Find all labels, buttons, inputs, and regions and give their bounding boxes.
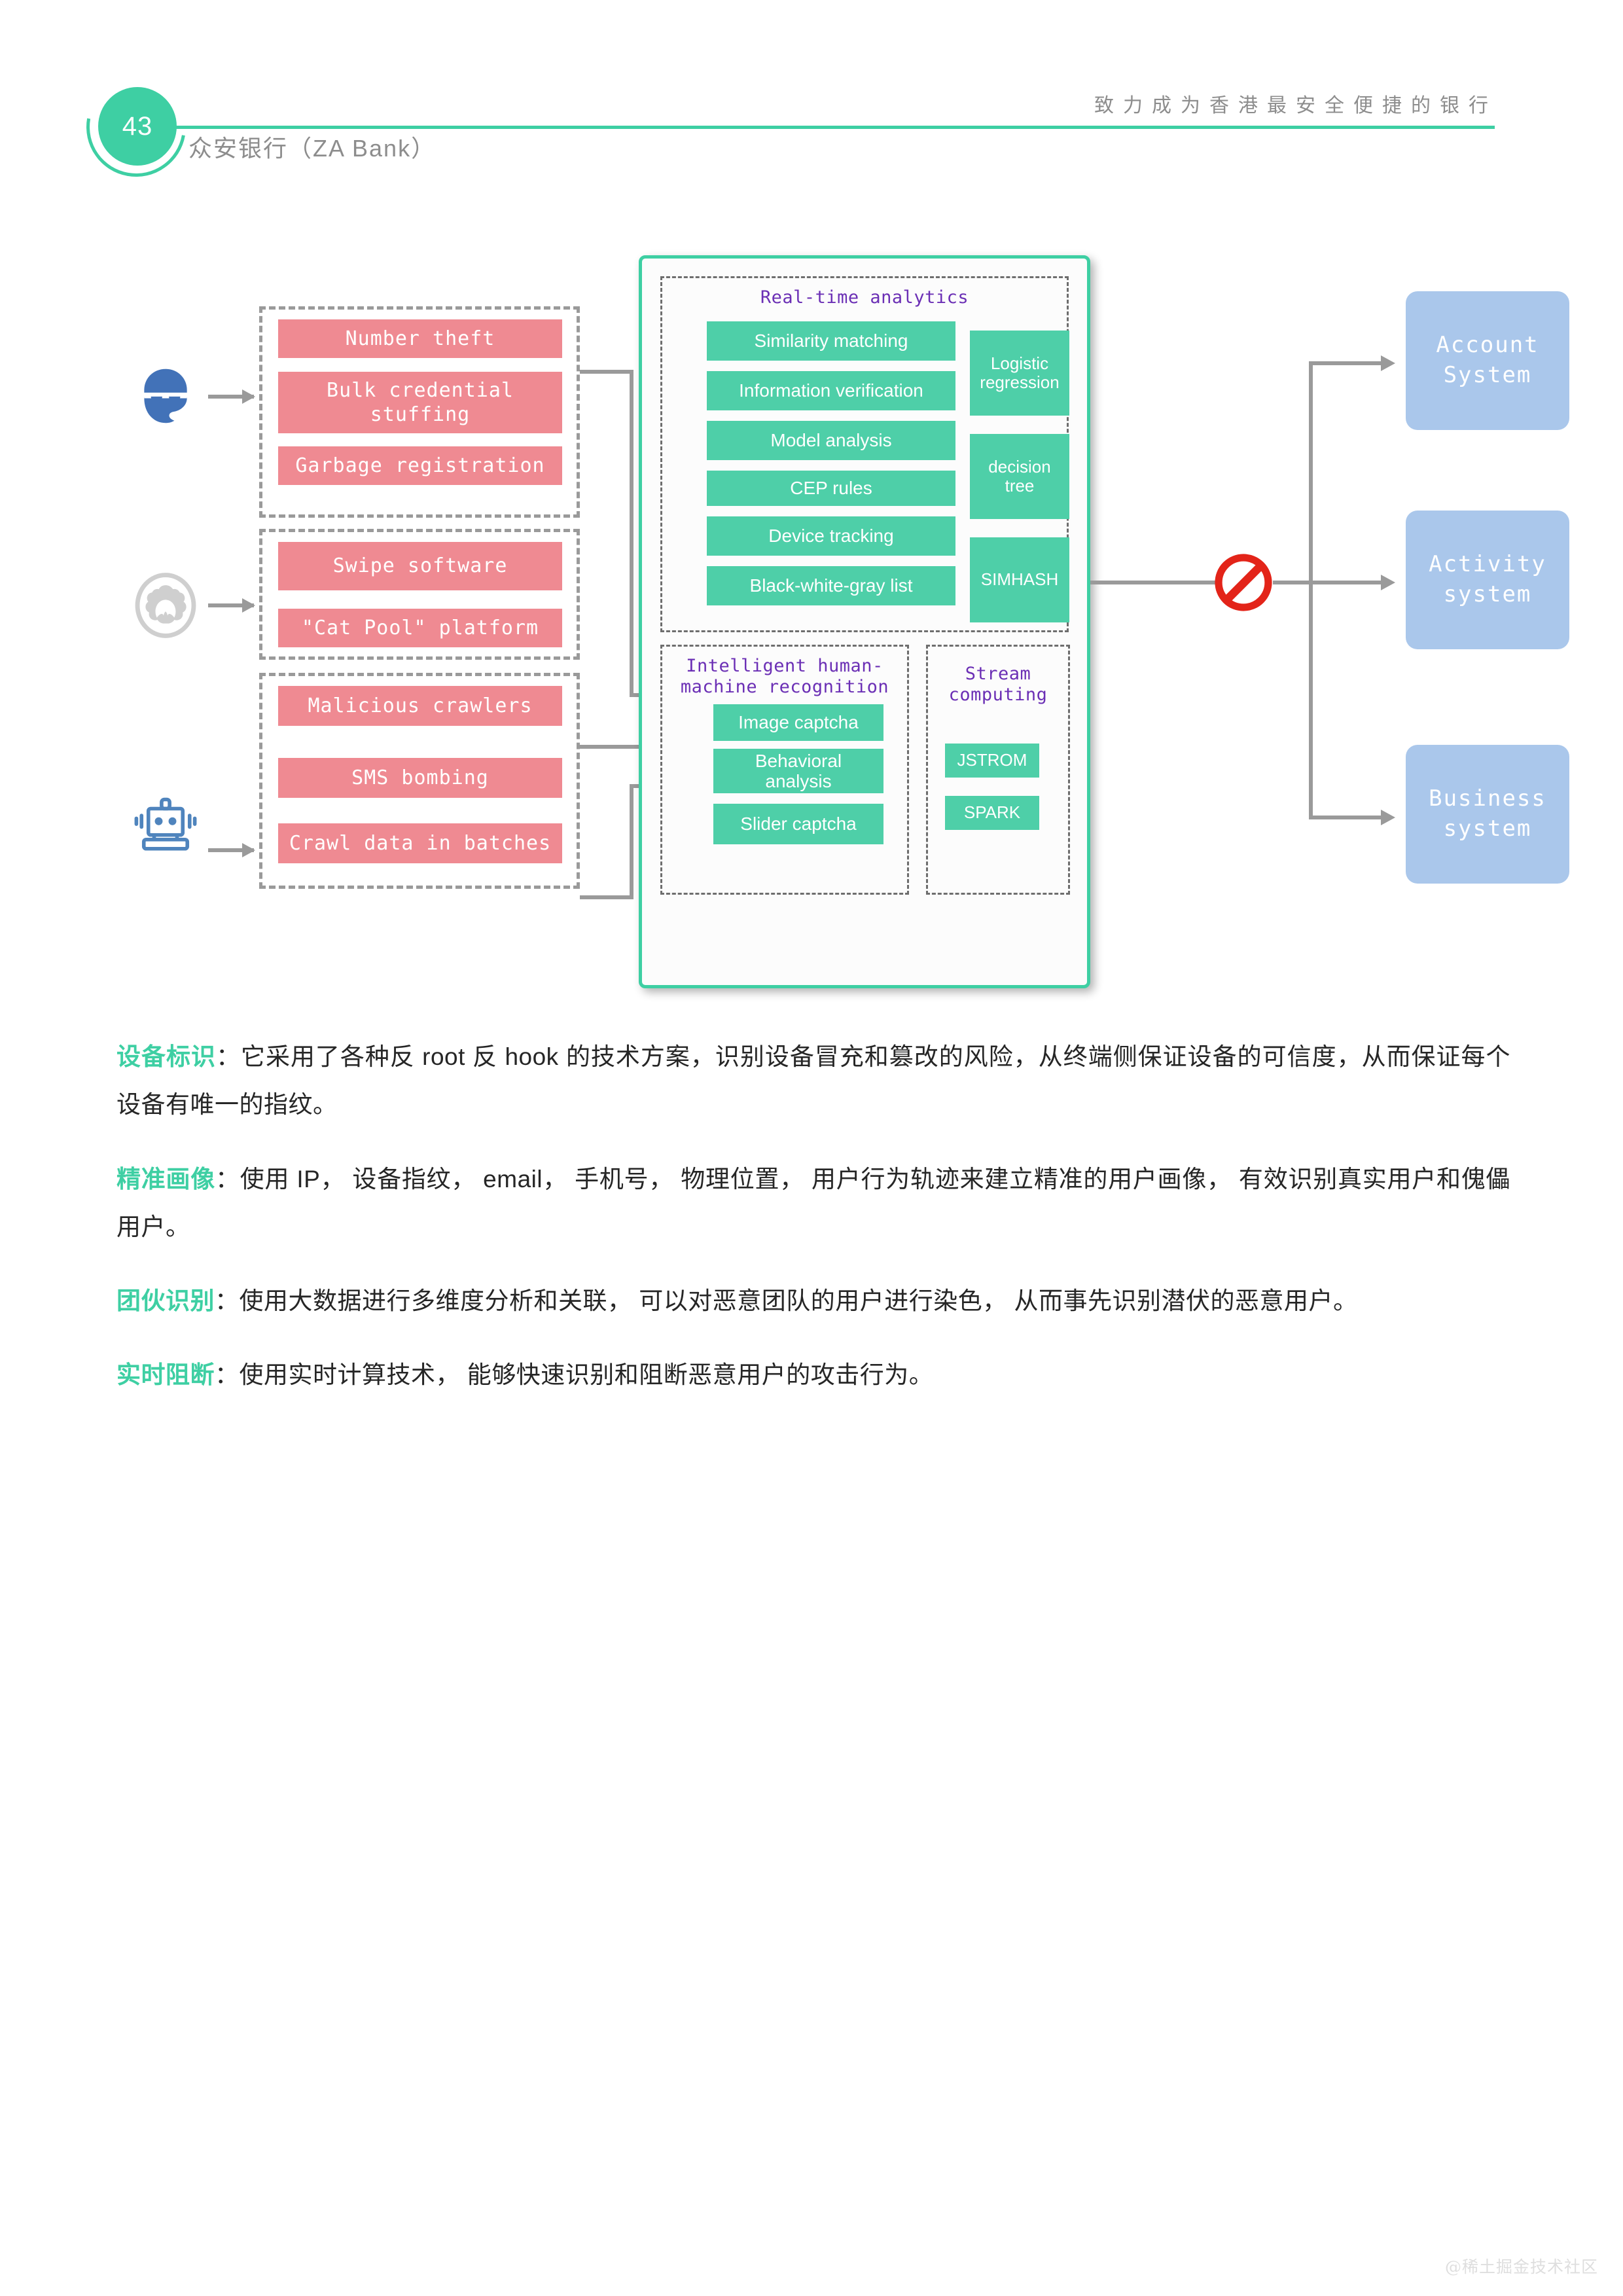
- connector-bot-vertical: [630, 784, 633, 899]
- threat-group-bot: [259, 673, 580, 889]
- human-machine-recognition-title: Intelligent human- machine recognition: [680, 656, 889, 698]
- paragraph-realtime-block: 实时阻断：使用实时计算技术， 能够快速识别和阻断恶意用户的攻击行为。: [116, 1351, 1510, 1399]
- paragraph-gang-detection: 团伙识别：使用大数据进行多维度分析和关联， 可以对恶意团队的用户进行染色， 从而…: [116, 1277, 1510, 1325]
- engine-chip-label: Behavioral analysis: [755, 750, 842, 791]
- realtime-analytics-section: Real-time analytics Similarity matching …: [660, 276, 1069, 632]
- paragraph-lead: 设备标识: [116, 1043, 216, 1070]
- paragraph-lead: 团伙识别: [116, 1287, 215, 1314]
- paragraph-separator: ：: [215, 1361, 240, 1389]
- connector-wool-horizontal: [580, 745, 687, 749]
- account-system-label: Account System: [1436, 332, 1539, 388]
- actor-arrow-robot: [208, 843, 255, 857]
- threat-chip: Garbage registration: [278, 446, 562, 485]
- engine-chip: CEP rules: [707, 471, 955, 506]
- engine-chip: Device tracking: [707, 516, 955, 556]
- engine-chip: Behavioral analysis: [713, 749, 883, 793]
- paragraph-text: 使用大数据进行多维度分析和关联， 可以对恶意团队的用户进行染色， 从而事先识别潜…: [239, 1287, 1358, 1314]
- header-tagline: 致力成为香港最安全便捷的银行: [1094, 95, 1497, 117]
- threat-group-wool-party: [259, 529, 580, 660]
- threat-chip: SMS bombing: [278, 758, 562, 798]
- risk-control-architecture-diagram: Number theft Bulk credential stuffing Ga…: [98, 236, 1569, 1014]
- threat-chip: Number theft: [278, 319, 562, 358]
- connector-hacker-vertical: [630, 370, 633, 697]
- body-copy: 设备标识：它采用了各种反 root 反 hook 的技术方案，识别设备冒充和篡改…: [116, 1033, 1510, 1426]
- stream-computing-section: Stream computing JSTROM SPARK: [926, 645, 1070, 895]
- arrowhead-activity-system: [1381, 575, 1395, 590]
- connector-hacker-horizontal-top: [580, 370, 633, 374]
- hacker-icon: [123, 353, 208, 439]
- paragraph-text: 使用 IP， 设备指纹， email， 手机号， 物理位置， 用户行为轨迹来建立…: [116, 1165, 1510, 1240]
- actor-arrow-hacker: [208, 389, 255, 404]
- page-number-badge: 43: [98, 87, 177, 166]
- paragraph-text: 使用实时计算技术， 能够快速识别和阻断恶意用户的攻击行为。: [239, 1361, 934, 1389]
- connector-to-activity-system: [1309, 581, 1387, 584]
- threat-chip: Malicious crawlers: [278, 686, 562, 726]
- sheep-icon: [123, 563, 208, 648]
- threat-chip: "Cat Pool" platform: [278, 609, 562, 647]
- paragraph-text: 它采用了各种反 root 反 hook 的技术方案，识别设备冒充和篡改的风险，从…: [116, 1043, 1511, 1119]
- human-machine-recognition-section: Intelligent human- machine recognition I…: [660, 645, 909, 895]
- engine-chip: decision tree: [970, 434, 1069, 519]
- actor-arrow-sheep: [208, 598, 255, 613]
- threat-chip: Crawl data in batches: [278, 823, 562, 863]
- engine-chip: Model analysis: [707, 421, 955, 460]
- engine-chip-label: Logistic regression: [980, 353, 1060, 392]
- engine-chip: Logistic regression: [970, 331, 1069, 416]
- paragraph-separator: ：: [215, 1043, 241, 1070]
- header-divider-rule: [171, 126, 1495, 129]
- threat-chip-label: Bulk credential stuffing: [327, 378, 514, 427]
- account-system-box: Account System: [1406, 291, 1569, 430]
- activity-system-label: Activity system: [1429, 551, 1546, 607]
- engine-chip: Information verification: [707, 371, 955, 410]
- threat-chip: Bulk credential stuffing: [278, 372, 562, 433]
- paragraph-precise-profile: 精准画像：使用 IP， 设备指纹， email， 手机号， 物理位置， 用户行为…: [116, 1155, 1510, 1251]
- page-number: 43: [122, 111, 153, 141]
- engine-chip: SPARK: [945, 796, 1039, 830]
- connector-to-business-system: [1309, 816, 1387, 819]
- connector-system-trunk: [1309, 361, 1313, 819]
- realtime-analytics-title: Real-time analytics: [760, 287, 969, 308]
- engine-chip-label: decision tree: [988, 456, 1051, 495]
- engine-chip: Slider captcha: [713, 804, 883, 844]
- arrowhead-business-system: [1381, 810, 1395, 825]
- connector-engine-to-block: [1090, 581, 1221, 584]
- engine-chip: Similarity matching: [707, 321, 955, 361]
- engine-chip: JSTROM: [945, 744, 1039, 778]
- robot-icon: [123, 778, 208, 863]
- paragraph-lead: 精准画像: [116, 1165, 216, 1193]
- connector-to-account-system: [1309, 361, 1387, 365]
- connector-block-out: [1273, 581, 1312, 584]
- business-system-label: Business system: [1429, 785, 1546, 842]
- connector-bot-horizontal-bottom: [580, 895, 633, 899]
- paragraph-device-id: 设备标识：它采用了各种反 root 反 hook 的技术方案，识别设备冒充和篡改…: [116, 1033, 1510, 1129]
- paragraph-separator: ：: [215, 1165, 240, 1193]
- watermark: @稀土掘金技术社区: [1444, 2257, 1598, 2276]
- paragraph-separator: ：: [215, 1287, 240, 1314]
- risk-engine-panel: Real-time analytics Similarity matching …: [639, 255, 1090, 988]
- engine-chip: Black-white-gray list: [707, 566, 955, 605]
- business-system-box: Business system: [1406, 745, 1569, 884]
- paragraph-lead: 实时阻断: [116, 1361, 215, 1389]
- stream-computing-title: Stream computing: [948, 664, 1048, 706]
- header-subtitle: 众安银行（ZA Bank）: [188, 135, 437, 162]
- page-header: 43 众安银行（ZA Bank） 致力成为香港最安全便捷的银行: [0, 0, 1623, 196]
- threat-chip: Swipe software: [278, 542, 562, 590]
- engine-chip: SIMHASH: [970, 537, 1069, 622]
- activity-system-box: Activity system: [1406, 511, 1569, 649]
- engine-chip: Image captcha: [713, 704, 883, 741]
- no-entry-icon: [1214, 553, 1273, 612]
- threat-group-hacker: [259, 306, 580, 518]
- arrowhead-account-system: [1381, 355, 1395, 371]
